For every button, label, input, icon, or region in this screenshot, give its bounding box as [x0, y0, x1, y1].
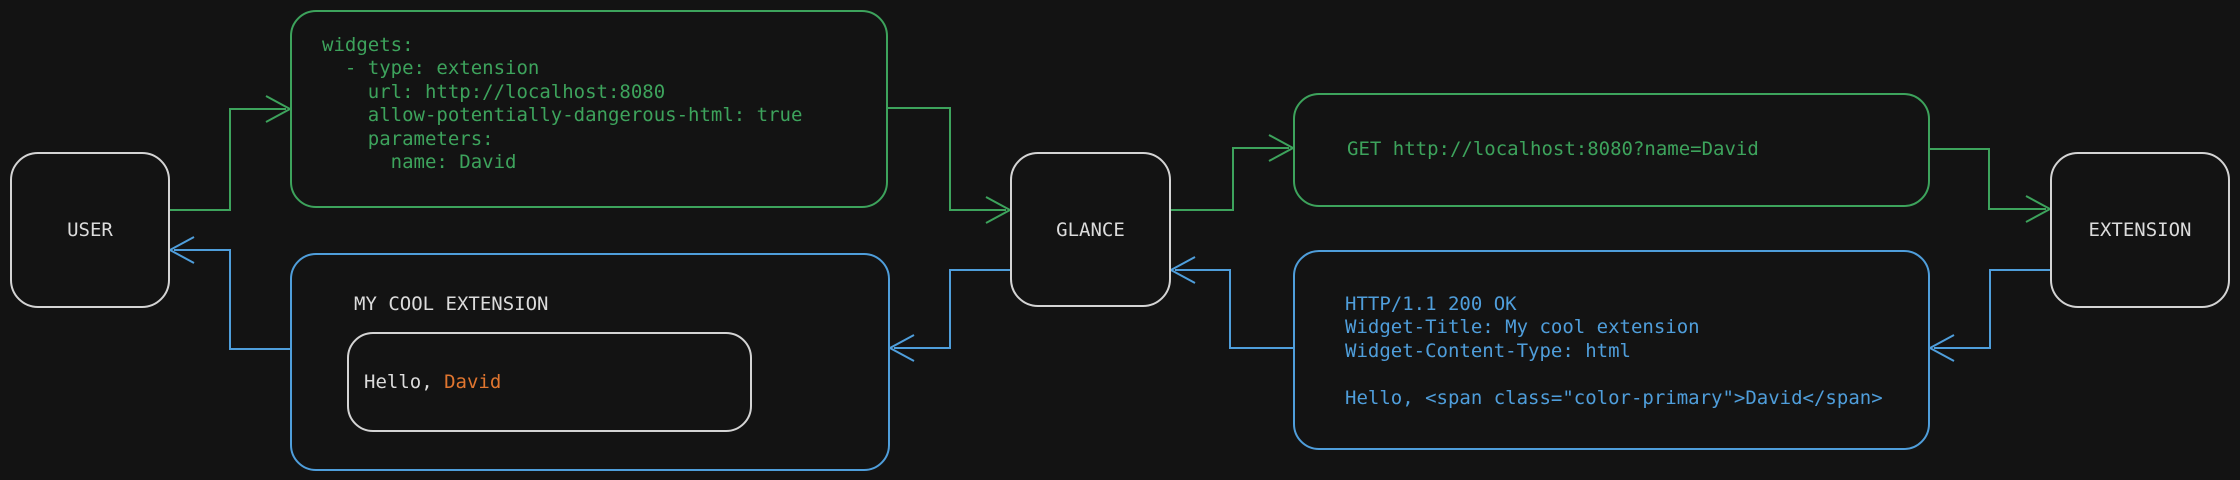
get-request-box: GET http://localhost:8080?name=David [1293, 93, 1930, 207]
get-request-text: GET http://localhost:8080?name=David [1347, 138, 1759, 161]
arrow-user-to-config [170, 108, 286, 211]
http-line: Widget-Content-Type: html [1345, 339, 1631, 362]
arrowhead-widget-to-user [167, 236, 195, 264]
widget-preview-box: MY COOL EXTENSION Hello, David [290, 253, 890, 471]
greeting-prefix: Hello, [364, 371, 445, 393]
node-extension: EXTENSION [2050, 152, 2230, 308]
http-line [1345, 363, 1928, 386]
node-glance: GLANCE [1010, 152, 1171, 307]
yaml-config-box: widgets: - type: extension url: http://l… [290, 10, 888, 208]
node-extension-label: EXTENSION [2088, 219, 2192, 241]
yaml-line: url: http://localhost:8080 [322, 80, 666, 103]
arrowhead-glance-to-widget [887, 334, 915, 362]
node-glance-label: GLANCE [1056, 218, 1125, 241]
arrow-glance-to-widget [894, 269, 1010, 349]
yaml-line: - type: extension [322, 57, 540, 80]
yaml-line: parameters: [322, 127, 494, 150]
arrowhead-extension-to-response [1927, 334, 1955, 362]
arrow-response-to-glance [1175, 269, 1293, 349]
arrowhead-response-to-glance [1168, 256, 1196, 284]
http-response-box: HTTP/1.1 200 OK Widget-Title: My cool ex… [1293, 250, 1930, 450]
yaml-line: name: David [322, 151, 517, 174]
greeting-name: David [444, 371, 502, 393]
arrow-config-to-glance [888, 107, 1006, 211]
arrow-get-to-extension [1930, 148, 2046, 210]
http-line: Hello, <span class="color-primary">David… [1345, 386, 1883, 409]
node-user: USER [10, 152, 170, 308]
node-user-label: USER [67, 219, 113, 241]
arrow-extension-to-response [1934, 269, 2050, 349]
arrow-glance-to-get [1171, 147, 1289, 211]
widget-title: MY COOL EXTENSION [354, 293, 549, 315]
arrow-widget-to-user [174, 249, 290, 350]
widget-greeting-box: Hello, David [347, 332, 752, 432]
http-line: Widget-Title: My cool extension [1345, 316, 1700, 339]
yaml-line: widgets: [322, 34, 414, 56]
http-line: HTTP/1.1 200 OK [1345, 293, 1517, 315]
yaml-line: allow-potentially-dangerous-html: true [322, 104, 803, 127]
